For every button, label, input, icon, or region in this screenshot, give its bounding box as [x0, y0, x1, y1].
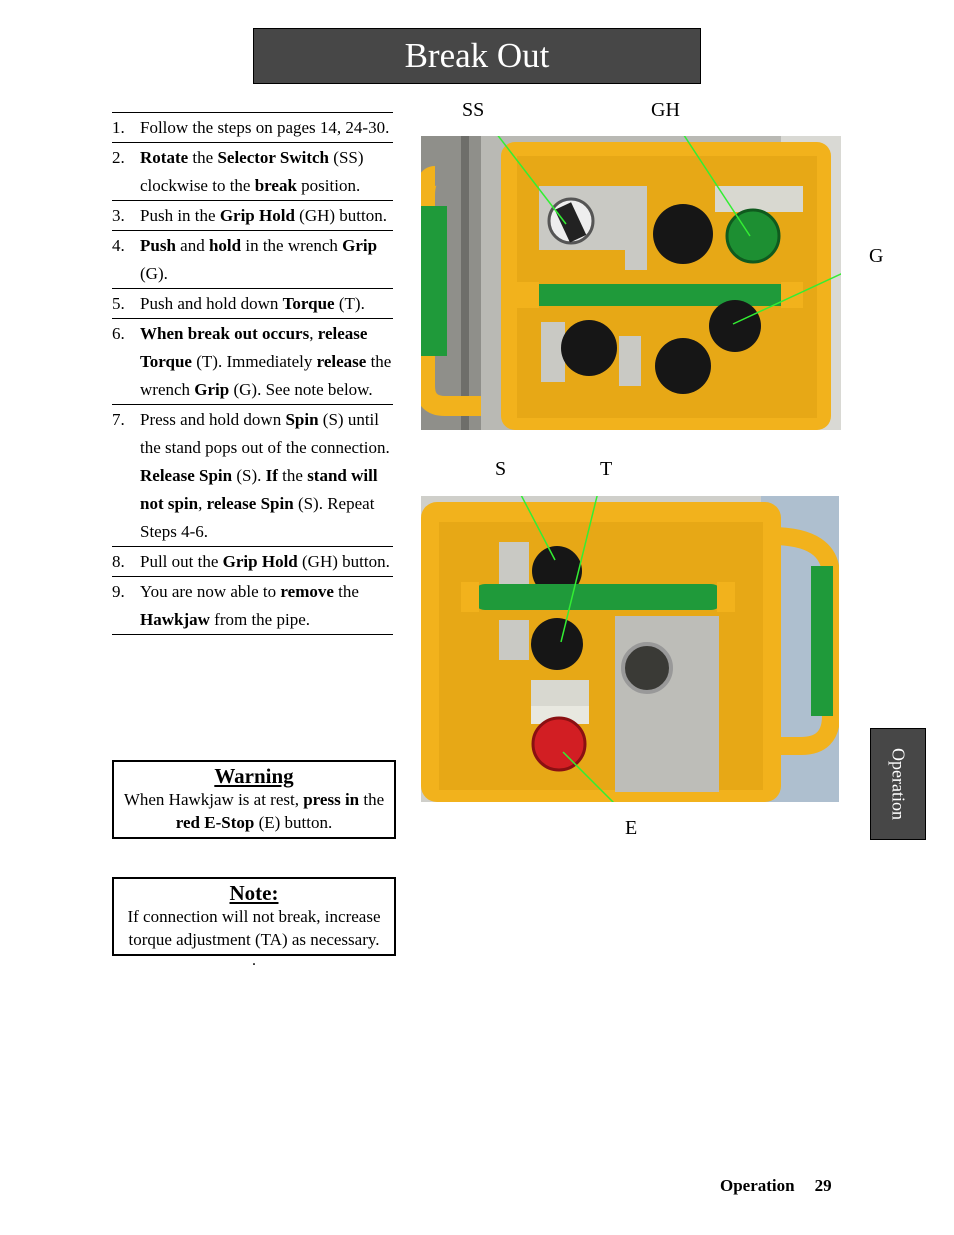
step-number: 1.: [112, 118, 125, 137]
note-line-2: torque adjustment (TA) as necessary.: [128, 930, 380, 949]
footer-section: Operation: [720, 1176, 795, 1195]
label-e: E: [625, 817, 638, 839]
side-tab-operation: Operation: [870, 728, 926, 840]
step-text: Pull out the Grip Hold (GH) button.: [140, 552, 390, 571]
step-item: 9. You are now able to remove the Hawkjaw…: [112, 577, 393, 635]
step-item: 8. Pull out the Grip Hold (GH) button.: [112, 547, 393, 577]
step-text: Follow the steps on pages 14, 24-30.: [140, 118, 390, 137]
warning-line-1: When Hawkjaw is at rest, press in the: [123, 790, 385, 809]
step-text: Push and hold in the wrench Grip (G).: [140, 236, 378, 283]
warning-line-2: red E-Stop (E) button.: [175, 813, 333, 832]
steps-list: 1. Follow the steps on pages 14, 24-30. 2.…: [112, 112, 393, 635]
side-tab-label: Operation: [888, 748, 909, 820]
step-number: 6.: [112, 324, 125, 343]
page-footer: Operation 29: [720, 1176, 832, 1196]
step-item: 1. Follow the steps on pages 14, 24-30.: [112, 113, 393, 143]
step-item: 7. Press and hold down Spin (S) until the…: [112, 405, 393, 547]
step-item: 3. Push in the Grip Hold (GH) button.: [112, 201, 393, 231]
control-panel-lower-image: [421, 496, 839, 802]
note-heading: Note:: [229, 881, 279, 905]
step-number: 3.: [112, 206, 125, 225]
step-item: 5. Push and hold down Torque (T).: [112, 289, 393, 319]
step-number: 4.: [112, 236, 125, 255]
step-number: 9.: [112, 582, 125, 601]
step-text: When break out occurs, release Torque (T…: [140, 324, 392, 399]
note-line-1: If connection will not break, increase: [127, 907, 381, 926]
step-text: You are now able to remove the Hawkjaw f…: [140, 582, 359, 629]
label-g: G: [869, 245, 884, 267]
step-item: 4. Push and hold in the wrench Grip (G).: [112, 231, 393, 289]
step-number: 2.: [112, 148, 125, 167]
warning-heading: Warning: [214, 764, 294, 788]
step-number: 5.: [112, 294, 125, 313]
step-number: 8.: [112, 552, 125, 571]
label-gh: GH: [651, 99, 680, 121]
page-title: Break Out: [253, 28, 701, 84]
label-s: S: [495, 458, 507, 480]
step-number: 7.: [112, 410, 125, 429]
control-panel-photo-lower: [421, 496, 839, 802]
note-box: Note: If connection will not break, incr…: [112, 877, 396, 956]
warning-box: Warning When Hawkjaw is at rest, press i…: [112, 760, 396, 839]
control-panel-photo-upper: [421, 136, 841, 430]
step-text: Push and hold down Torque (T).: [140, 294, 365, 313]
step-text: Press and hold down Spin (S) until the s…: [140, 410, 390, 541]
label-ss: SS: [462, 99, 485, 121]
step-text: Push in the Grip Hold (GH) button.: [140, 206, 387, 225]
control-panel-upper-image: [421, 136, 841, 430]
stray-dot: .: [252, 952, 256, 969]
step-text: Rotate the Selector Switch (SS) clockwis…: [140, 148, 364, 195]
label-t: T: [600, 458, 613, 480]
step-item: 2. Rotate the Selector Switch (SS) clockw…: [112, 143, 393, 201]
step-item: 6. When break out occurs, release Torque …: [112, 319, 393, 405]
footer-page-number: 29: [814, 1176, 832, 1195]
